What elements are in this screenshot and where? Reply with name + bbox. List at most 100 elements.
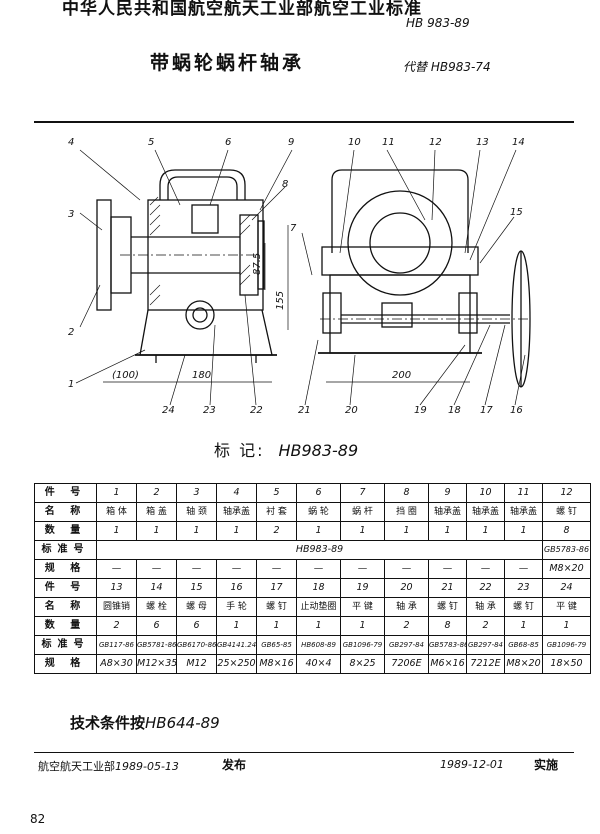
- table-cell: GB65-85: [256, 635, 297, 655]
- table-cell: 15: [176, 578, 217, 598]
- footer-rule: [34, 752, 574, 753]
- table-cell: GB297-84: [466, 635, 505, 655]
- callout-10: 10: [348, 137, 361, 148]
- dimension-labels: (100) 180 87.5 155 200: [112, 253, 411, 381]
- callout-6: 6: [225, 137, 231, 148]
- table-cell: M6×16: [428, 654, 467, 674]
- table-cell: GB6170-86: [176, 635, 217, 655]
- table-cell: —: [216, 559, 257, 579]
- table-cell: 9: [428, 483, 467, 503]
- table-cell: 1: [340, 521, 385, 541]
- table-cell: 2: [136, 483, 177, 503]
- table-cell: 24: [542, 578, 591, 598]
- table-cell: 3: [176, 483, 217, 503]
- table-cell: 8: [428, 616, 467, 636]
- table-cell: 螺 栓: [136, 597, 177, 617]
- supersedes-note: 代替 HB983-74: [403, 60, 491, 74]
- table-cell: 2: [384, 616, 429, 636]
- table-cell: 1: [96, 483, 137, 503]
- table-cell: 12: [542, 483, 591, 503]
- table-cell: 20: [384, 578, 429, 598]
- table-cell: 2: [466, 616, 505, 636]
- standard-org-header: 中华人民共和国航空航天工业部航空工业标准: [62, 0, 422, 19]
- table-cell: 圆锥销: [96, 597, 137, 617]
- table-cell: 平 键: [340, 597, 385, 617]
- callout-9: 9: [288, 137, 294, 148]
- table-cell: GB117-86: [96, 635, 137, 655]
- table-cell: 平 键: [542, 597, 591, 617]
- table-cell: 轴 承: [384, 597, 429, 617]
- table-cell: GB5783-86: [542, 540, 591, 560]
- table-cell: 螺 钉: [428, 597, 467, 617]
- table-cell: 13: [96, 578, 137, 598]
- callout-21: 21: [298, 405, 311, 416]
- table-cell: 7206E: [384, 654, 429, 674]
- front-view: [96, 169, 277, 363]
- row-header: 件 号: [34, 483, 97, 503]
- table-cell: 螺 钉: [256, 597, 297, 617]
- table-cell: 1: [216, 521, 257, 541]
- table-row: 标准号GB117-86GB5781-86GB6170-86GB4141.24-8…: [34, 635, 591, 655]
- dim-180: 180: [192, 370, 211, 381]
- table-cell: —: [428, 559, 467, 579]
- table-cell: 1: [296, 521, 341, 541]
- table-cell: GB1096-79: [340, 635, 385, 655]
- table-cell: GB5783-86: [428, 635, 467, 655]
- row-header: 名 称: [34, 597, 97, 617]
- table-cell: 箱 体: [96, 502, 137, 522]
- table-cell: 16: [216, 578, 257, 598]
- callout-1: 1: [68, 379, 74, 390]
- table-cell: —: [504, 559, 543, 579]
- table-cell: 10: [466, 483, 505, 503]
- implementation-date: 1989-12-01: [440, 758, 504, 771]
- table-cell: 1: [504, 521, 543, 541]
- callout-15: 15: [510, 207, 523, 218]
- callout-numbers: 4 3 2 1 5 6 9 8 7 10 11 12 13 14 15 16 1…: [68, 137, 525, 416]
- table-cell: 挡 圈: [384, 502, 429, 522]
- table-cell: 1: [542, 616, 591, 636]
- table-cell: GB5781-86: [136, 635, 177, 655]
- table-cell: 1: [216, 616, 257, 636]
- table-cell: —: [256, 559, 297, 579]
- callout-11: 11: [382, 137, 395, 148]
- table-cell: 轴 承: [466, 597, 505, 617]
- table-cell: 6: [176, 616, 217, 636]
- table-cell: 25×250: [216, 654, 257, 674]
- callout-4: 4: [68, 137, 74, 148]
- table-cell: 8: [542, 521, 591, 541]
- table-cell: M12: [176, 654, 217, 674]
- table-cell: —: [296, 559, 341, 579]
- table-cell: M8×20: [542, 559, 591, 579]
- dim-200: 200: [392, 370, 411, 381]
- marking-value: HB983-89: [278, 441, 359, 460]
- row-header: 规 格: [34, 654, 97, 674]
- table-cell: 21: [428, 578, 467, 598]
- table-cell: M8×16: [256, 654, 297, 674]
- table-cell: 1: [256, 616, 297, 636]
- table-cell: 轴 颈: [176, 502, 217, 522]
- issue-label: 发布: [222, 758, 247, 772]
- technical-conditions: 技术条件按HB644-89: [70, 712, 220, 733]
- table-cell: 17: [256, 578, 297, 598]
- table-cell: 5: [256, 483, 297, 503]
- table-cell: 4: [216, 483, 257, 503]
- table-cell: —: [96, 559, 137, 579]
- table-cell: 轴承盖: [504, 502, 543, 522]
- table-cell: 8×25: [340, 654, 385, 674]
- table-cell: 1: [296, 616, 341, 636]
- table-cell: —: [176, 559, 217, 579]
- table-cell: 6: [296, 483, 341, 503]
- table-cell: 14: [136, 578, 177, 598]
- callout-2: 2: [68, 327, 74, 338]
- table-cell: 蜗 轮: [296, 502, 341, 522]
- table-cell: 1: [466, 521, 505, 541]
- row-header: 数 量: [34, 521, 97, 541]
- dim-87-5: 87.5: [252, 253, 263, 275]
- side-view: [318, 169, 531, 388]
- table-cell: —: [466, 559, 505, 579]
- top-rule: [34, 121, 574, 123]
- issuer-line: 航空航天工业部1989-05-13: [38, 758, 179, 774]
